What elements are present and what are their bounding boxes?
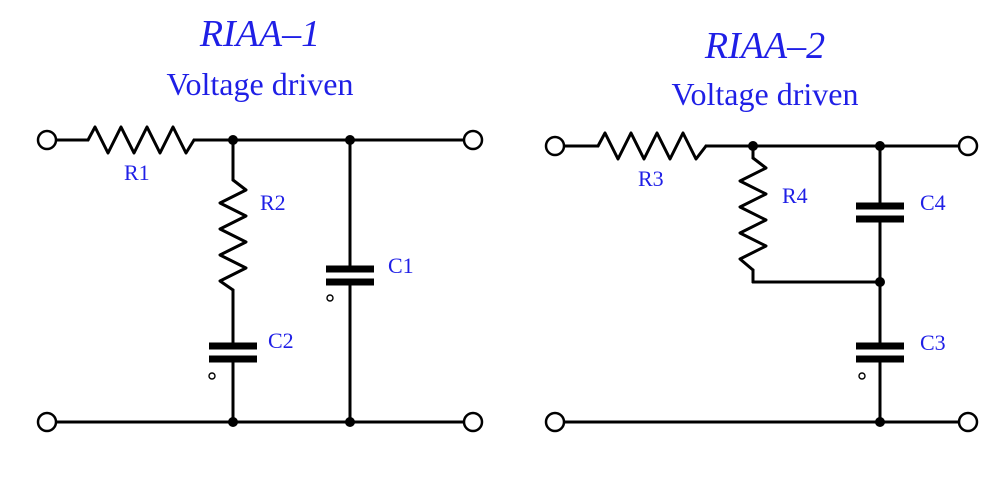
riaa-2-title: RIAA–2 bbox=[704, 25, 826, 67]
resistor-r2 bbox=[218, 178, 248, 292]
junction-dot bbox=[875, 141, 885, 151]
ground-terminal-out bbox=[957, 411, 979, 433]
label-r4: R4 bbox=[782, 183, 808, 208]
polarity-mark bbox=[208, 372, 216, 380]
label-r1: R1 bbox=[124, 160, 150, 185]
resistor-r3 bbox=[596, 131, 708, 161]
riaa-1-circuit: R1 R2 C1 C2 bbox=[36, 125, 484, 433]
label-r2: R2 bbox=[260, 190, 286, 215]
junction-dot bbox=[345, 417, 355, 427]
junction-dot bbox=[875, 277, 885, 287]
output-terminal bbox=[957, 135, 979, 157]
junction-dot bbox=[228, 135, 238, 145]
resistor-r1 bbox=[86, 125, 196, 155]
ground-terminal-in bbox=[544, 411, 566, 433]
riaa-1-title: RIAA–1 bbox=[199, 13, 321, 55]
ground-terminal-in bbox=[36, 411, 58, 433]
polarity-mark bbox=[326, 294, 334, 302]
riaa-2-wires bbox=[563, 144, 960, 424]
riaa-1-subtitle: Voltage driven bbox=[166, 66, 354, 102]
capacitor-c3 bbox=[856, 342, 904, 380]
junction-dot bbox=[345, 135, 355, 145]
capacitor-c2 bbox=[208, 342, 257, 380]
label-c4: C4 bbox=[920, 190, 946, 215]
ground-terminal-out bbox=[462, 411, 484, 433]
capacitor-c1 bbox=[326, 265, 374, 302]
capacitor-c4 bbox=[856, 202, 904, 223]
input-terminal bbox=[544, 135, 566, 157]
label-r3: R3 bbox=[638, 166, 664, 191]
junction-dot bbox=[748, 141, 758, 151]
riaa-2-subtitle: Voltage driven bbox=[671, 76, 859, 112]
input-terminal bbox=[36, 129, 58, 151]
resistor-r4 bbox=[738, 156, 768, 272]
label-c2: C2 bbox=[268, 328, 294, 353]
output-terminal bbox=[462, 129, 484, 151]
junction-dot bbox=[228, 417, 238, 427]
polarity-mark bbox=[858, 372, 866, 380]
label-c1: C1 bbox=[388, 253, 414, 278]
junction-dot bbox=[875, 417, 885, 427]
label-c3: C3 bbox=[920, 330, 946, 355]
riaa-1-wires bbox=[55, 138, 465, 424]
riaa-2-circuit: R3 R4 C4 C3 bbox=[544, 131, 979, 433]
